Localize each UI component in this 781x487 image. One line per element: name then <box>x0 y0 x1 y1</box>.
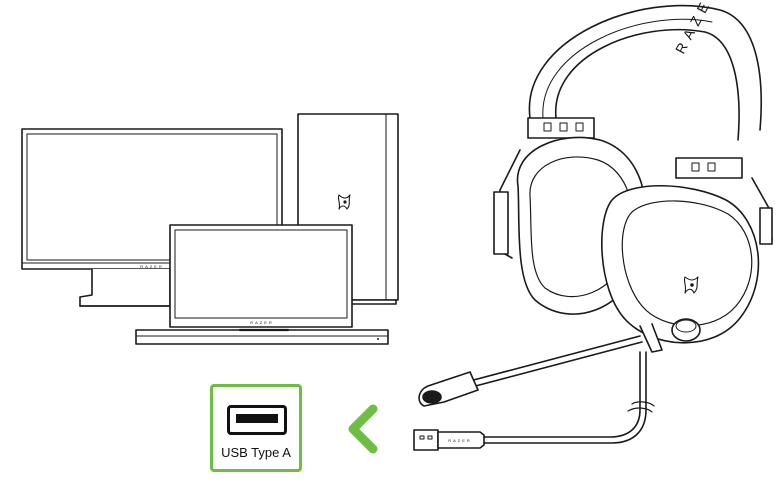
chevron-left-icon <box>348 404 378 454</box>
usb-port-label: USB Type A <box>221 445 291 460</box>
usb-plug-icon <box>413 429 439 451</box>
usb-port-icon <box>227 405 287 435</box>
laptop: RAZER <box>135 224 389 345</box>
usb-port-contacts <box>236 414 278 423</box>
monitor-logo: RAZER <box>140 264 164 269</box>
laptop-logo: RAZER <box>250 320 274 325</box>
usb-type-a-port-card: USB Type A <box>210 384 302 472</box>
razer-logo-icon <box>683 276 699 294</box>
razer-logo-icon <box>337 194 351 210</box>
volume-knob <box>671 318 701 342</box>
cable-logo: RAZER <box>448 438 472 443</box>
usb-cable: RAZER <box>413 351 655 451</box>
headset: RAZER <box>418 0 773 407</box>
